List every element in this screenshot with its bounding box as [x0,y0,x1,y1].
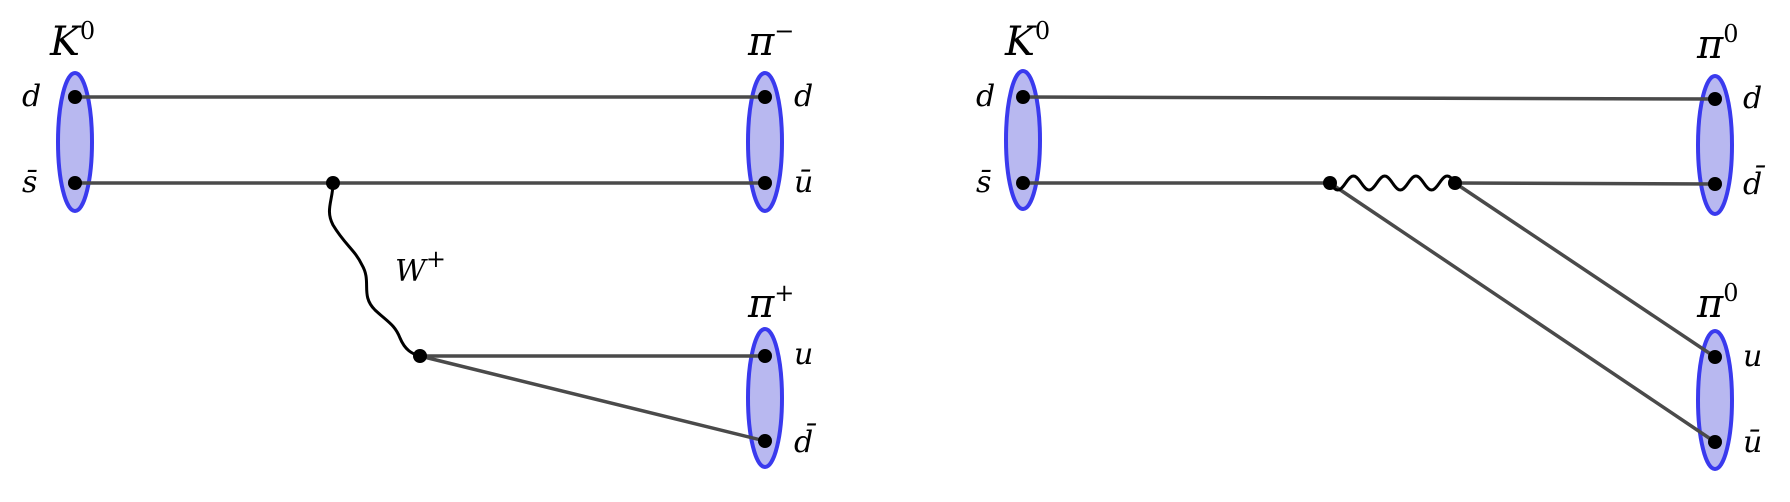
vertex-dot [68,176,82,190]
dbar-quark-line [418,354,767,443]
vertex-dot [1708,92,1722,106]
pi-minus-label: π− [747,17,794,65]
vertex-dot [1016,176,1030,190]
pi-plus-label: π+ [747,279,794,327]
vertex-dot [758,434,772,448]
pi0-label: π0 [1696,279,1739,327]
quark-label-u: u [794,337,813,372]
vertex-dot [68,90,82,104]
k0-meson-blob [1004,69,1042,211]
quark-label-d: d [794,79,813,114]
vertex-dot [758,90,772,104]
quark-label-u: u [1743,339,1762,374]
left-feynman-diagram: K0 d s̄ π− d ū π+ u d̄ W+ [22,17,816,469]
ubar-quark-line [1328,181,1717,444]
vertex-dot [413,349,427,363]
vertex-dot [758,176,772,190]
k0-meson-blob [56,71,94,213]
quark-label-d: d [1743,81,1762,116]
k0-label: K0 [1004,17,1050,65]
quark-label-ubar: ū [794,165,813,200]
vertex-dot [1323,176,1337,190]
quark-label-d: d [976,79,995,114]
k0-label: K0 [49,17,95,65]
pi0-label: π0 [1696,20,1739,68]
pi-plus-meson-blob [746,327,784,469]
vertex-dot [758,349,772,363]
vertex-dot [1016,90,1030,104]
vertex-dot [326,176,340,190]
right-feynman-diagram: K0 d s̄ π0 d d̄ π0 u ū [976,17,1765,471]
vertex-dot [1708,177,1722,191]
boson-wiggle-line [1328,174,1457,192]
quark-label-d: d [22,79,41,114]
pi-minus-meson-blob [746,71,784,213]
w-boson-line [327,181,422,358]
u-quark-line [1453,181,1717,359]
dbar-quark-line [1453,181,1717,186]
vertex-dot [1448,176,1462,190]
d-quark-line [1021,95,1717,101]
pi0-meson-blob [1696,74,1734,216]
w-boson-label: W+ [395,245,446,289]
quark-label-sbar: s̄ [976,165,991,200]
quark-label-dbar: d̄ [794,422,816,460]
vertex-dot [1708,350,1722,364]
quark-label-ubar: ū [1743,425,1762,460]
quark-label-sbar: s̄ [22,165,37,200]
vertex-dot [1708,435,1722,449]
quark-label-dbar: d̄ [1743,164,1765,202]
